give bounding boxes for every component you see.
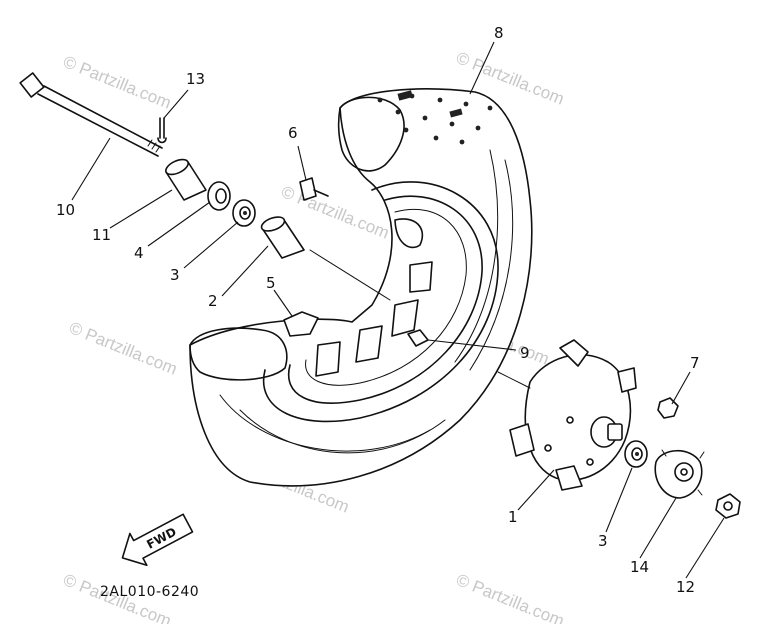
callout-2: 2: [208, 292, 218, 310]
cotter-pin: [157, 117, 167, 144]
fwd-arrow: FWD: [121, 513, 194, 567]
callout-5: 5: [266, 274, 276, 292]
callout-1: 1: [508, 508, 518, 526]
bolt-part-6: [299, 177, 329, 201]
hub-flange-bottom: [555, 465, 583, 491]
meter-gear-unit: [654, 449, 705, 499]
nut-part-7: [657, 397, 679, 419]
hub-assembly: [509, 339, 637, 491]
leader-lines: [71, 41, 725, 579]
sidewall-line: [239, 409, 446, 454]
rim-groove: [305, 208, 467, 386]
hub-flange-top: [559, 339, 589, 367]
diagram-code: 2AL010-6240: [100, 584, 199, 600]
spacer-tube: [260, 216, 305, 259]
tread-pattern: [377, 90, 493, 145]
callout-10: 10: [56, 201, 75, 219]
watermark: © Partzilla.com: [67, 318, 180, 379]
callout-14: 14: [630, 558, 649, 576]
callout-9: 9: [520, 344, 530, 362]
callout-3: 3: [598, 532, 608, 550]
hub-flange-right: [617, 367, 637, 393]
callout-4: 4: [134, 244, 144, 262]
watermark: © Partzilla.com: [279, 182, 392, 243]
hub-flange-left: [509, 423, 535, 457]
collar-sleeve: [165, 158, 207, 201]
bearing-lower: [624, 440, 648, 468]
callout-labels: 8 13 6 10 11 4 3 2 5 9 7 1 3 14 12: [56, 24, 700, 596]
rim-outer-edge: [262, 181, 499, 423]
callout-13: 13: [186, 70, 205, 88]
sidewall-line: [454, 149, 499, 363]
oil-seal: [207, 181, 231, 211]
callout-8: 8: [494, 24, 504, 42]
callout-7: 7: [690, 354, 700, 372]
axle-shaft: [19, 72, 163, 157]
axle-nut: [715, 493, 741, 519]
sidewall-line: [469, 159, 514, 371]
callout-3: 3: [170, 266, 180, 284]
tire-section-lower: [189, 327, 288, 381]
rim-cutouts: [315, 218, 433, 377]
sidewall-line: [219, 394, 431, 452]
hub-body: [524, 353, 632, 481]
arrow-left-icon: [121, 513, 194, 567]
balance-weight: [283, 311, 319, 337]
callout-6: 6: [288, 124, 298, 142]
bearing-upper: [232, 199, 256, 227]
wheel-tire-assembly: [189, 88, 533, 487]
callout-12: 12: [676, 578, 695, 596]
watermark: © Partzilla.com: [454, 570, 567, 624]
callout-11: 11: [92, 226, 111, 244]
